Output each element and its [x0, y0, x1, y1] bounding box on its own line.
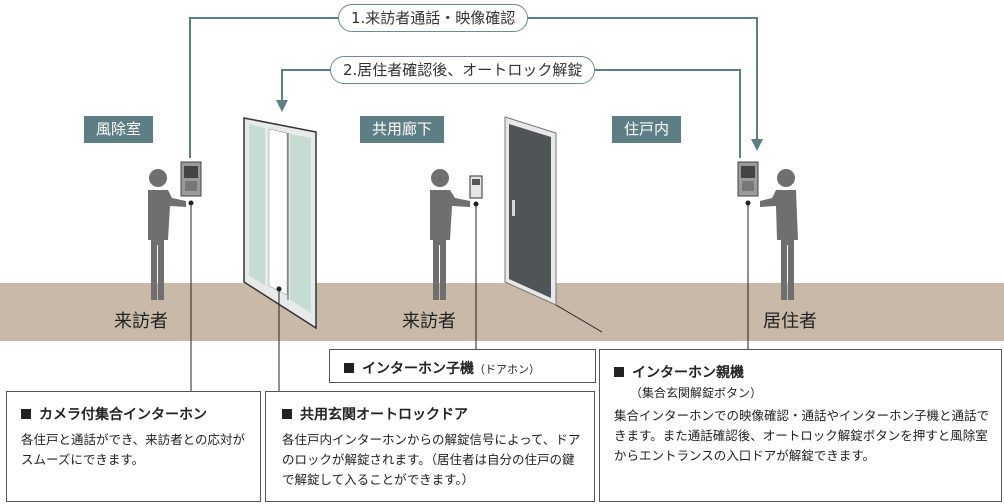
visitor2-figure [430, 169, 470, 300]
visitor1-label: 来訪者 [114, 311, 168, 332]
visitor2-label: 来訪者 [402, 311, 456, 332]
child-intercom-title-small: （ドアホン） [474, 363, 540, 376]
camera-intercom-panel [180, 161, 202, 206]
camera-intercom-callout: カメラ付集合インターホン 各住戸と通話ができ、来訪者との応対がスムーズにできます… [6, 391, 261, 502]
zone-dwelling: 住戸内 [612, 116, 682, 143]
master-intercom-unit [737, 161, 759, 206]
autolock-door-graphic [243, 117, 317, 330]
bullet-square [614, 367, 624, 377]
camera-intercom-title-wrap: カメラ付集合インターホン [21, 404, 207, 424]
child-intercom-callout: インターホン子機（ドアホン） [329, 349, 596, 383]
master-intercom-title-wrap: インターホン親機 [614, 362, 744, 382]
master-intercom-body: 集合インターホンでの映像確認・通話やインターホン子機と通話できます。また通話確認… [614, 408, 990, 463]
resident-figure [760, 169, 798, 300]
zone-windbreak: 風除室 [84, 116, 154, 143]
autolock-body: 各住戸内インターホンからの解錠信号によって、ドアのロックが解錠されます。（居住者… [282, 432, 581, 487]
unit-door-graphic [504, 116, 603, 333]
bullet-square [282, 409, 292, 419]
autolock-door-callout: 共用玄関オートロックドア 各住戸内インターホンからの解錠信号によって、ドアのロッ… [265, 391, 595, 502]
visitor1-figure [148, 169, 186, 300]
camera-intercom-title: カメラ付集合インターホン [39, 407, 207, 423]
bullet-square [21, 409, 31, 419]
bullet-square [344, 363, 354, 373]
zone-corridor: 共用廊下 [360, 116, 445, 143]
floor-band [0, 283, 1004, 341]
master-intercom-subtitle: （集合玄関解錠ボタン） [630, 386, 763, 400]
child-intercom-title-wrap: インターホン子機（ドアホン） [344, 358, 540, 378]
autolock-title: 共用玄関オートロックドア [300, 407, 468, 423]
autolock-title-wrap: 共用玄関オートロックドア [282, 404, 468, 424]
camera-intercom-body: 各住戸と通話ができ、来訪者との応対がスムーズにできます。 [21, 432, 246, 467]
child-intercom-unit [469, 175, 483, 207]
master-intercom-title: インターホン親機 [632, 365, 744, 381]
child-intercom-title: インターホン子機 [362, 361, 474, 377]
master-intercom-callout: インターホン親機 （集合玄関解錠ボタン） 集合インターホンでの映像確認・通話やイ… [599, 349, 1002, 502]
resident-label: 居住者 [763, 311, 817, 332]
flow1-label: 1.来訪者通話・映像確認 [338, 4, 529, 32]
flow2-label: 2.居住者確認後、オートロック解錠 [330, 56, 596, 84]
